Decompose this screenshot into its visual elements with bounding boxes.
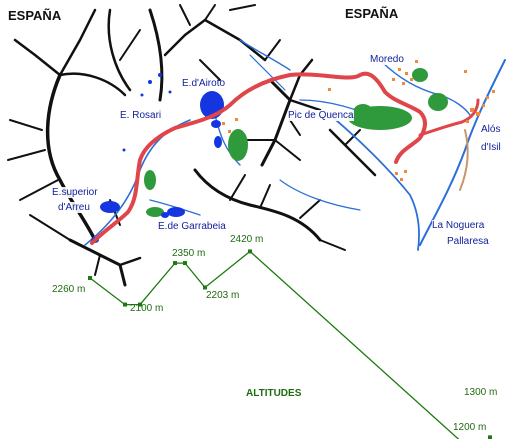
profile-point-6: [203, 285, 207, 290]
place-estany-rosari: E. Rosari: [120, 110, 162, 121]
profile-point-7: [248, 249, 252, 254]
place-estany-superior: E.superior: [52, 187, 98, 198]
place-moredo: Moredo: [370, 54, 404, 65]
place-alos: Alós: [481, 124, 501, 135]
profile-point-4: [173, 261, 177, 266]
altitude-label-2260: 2260 m: [52, 284, 86, 295]
altitude-label-2420: 2420 m: [230, 234, 264, 245]
profile-point-3: [138, 302, 142, 307]
place-estany-airoto: E.d'Airoto: [182, 78, 226, 89]
forest-patches: [144, 68, 448, 217]
profile-points: [88, 249, 492, 439]
country-label-left: ESPAÑA: [8, 8, 62, 23]
profile-point-5: [183, 261, 187, 266]
place-estany-garrabeia: E.de Garrabeia: [158, 221, 226, 232]
altitude-profile: [88, 249, 492, 439]
ridge-lines: [7, 4, 377, 287]
profile-point-9: [488, 435, 492, 439]
lake-shapes: [91, 73, 224, 243]
altitude-label-2350: 2350 m: [172, 248, 206, 259]
profile-line: [89, 250, 491, 439]
altitude-label-1200: 1200 m: [453, 422, 487, 433]
trail-route: [90, 71, 480, 245]
altitudes-title: ALTITUDES: [246, 388, 302, 399]
river-pallaresa-label: Pallaresa: [447, 236, 489, 247]
profile-point-2: [123, 302, 127, 307]
place-arreu: d'Arreu: [58, 202, 90, 213]
river-noguera-label: La Noguera: [432, 220, 485, 231]
place-pic-quenca: Pic de Quenca: [288, 110, 354, 121]
village-dots: [222, 60, 495, 181]
place-isil: d'Isil: [481, 142, 501, 153]
altitude-label-2203: 2203 m: [206, 290, 240, 301]
altitude-label-2100: 2100 m: [130, 303, 164, 314]
country-label-right: ESPAÑA: [345, 6, 399, 21]
profile-point-1: [88, 276, 92, 280]
altitude-label-1300: 1300 m: [464, 387, 498, 398]
